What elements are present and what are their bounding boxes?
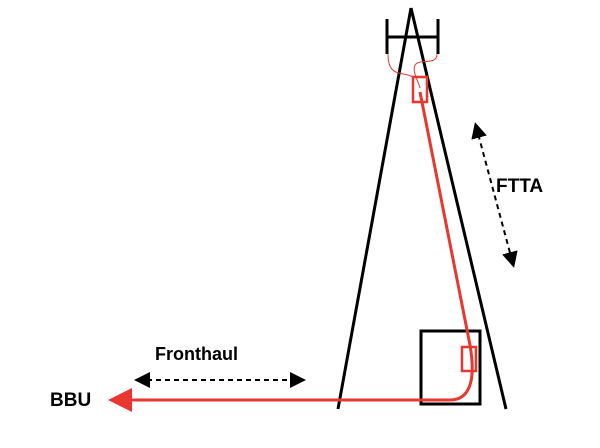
- equipment-cabinet: [419, 329, 482, 406]
- tower-left-leg: [336, 7, 413, 410]
- fiber-cable: [108, 91, 474, 412]
- tower: [336, 7, 508, 410]
- bbu-label: BBU: [50, 390, 92, 411]
- cabinet-radio-unit: [460, 345, 478, 373]
- remote-radio-unit: [411, 75, 429, 104]
- jumper-left: [387, 53, 415, 79]
- ftta-arrow: [471, 122, 518, 268]
- rf-jumpers: [387, 53, 438, 89]
- fronthaul-label: Fronthaul: [155, 344, 238, 364]
- ftta-label: FTTA: [496, 176, 544, 197]
- jumper-right: [413, 53, 438, 89]
- tower-right-leg: [409, 7, 508, 410]
